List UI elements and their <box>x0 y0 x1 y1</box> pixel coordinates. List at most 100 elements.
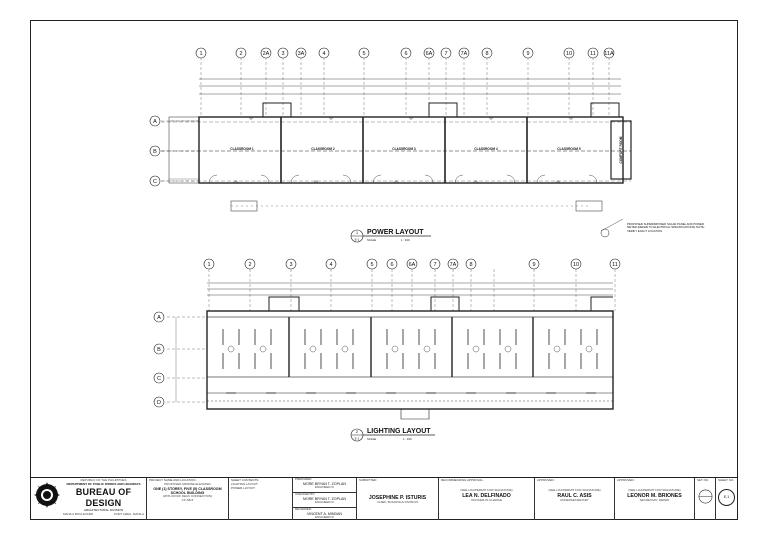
gridline-2a-bubble: 2A <box>260 47 272 59</box>
dpwh-seal-icon <box>34 482 60 508</box>
gridline-7a-bubble: 7A <box>458 47 470 59</box>
room-label: CLASSROOM 2 <box>311 147 335 151</box>
project-code: CF-SB-5 <box>181 498 194 503</box>
gridline-10-bubble: 10 <box>563 47 575 59</box>
gridline-1-bubble: 1 <box>203 258 215 270</box>
recommending-sign: (SEE LOA/PERMIT FOR SIGNATURE) <box>460 487 513 492</box>
approved1-role: UNDERSECRETARY <box>560 498 589 502</box>
approved1-label: APPROVED: <box>537 478 555 482</box>
checked-name: MORE BRYAN T. ZOPLAN <box>303 496 346 501</box>
svg-text:7: 7 <box>433 262 436 268</box>
room-label: CLASSROOM 1 <box>230 147 254 151</box>
checked-label: CHECKED BY: <box>295 492 316 496</box>
project-name: ONE (1) STOREY, FIVE (5) CLASSROOM SCHOO… <box>153 486 222 495</box>
lighting-gridline-bubbles: 1 2 3 4 5 6 6A 7 7A 8 9 10 11 A B C D <box>153 258 621 408</box>
gridline-b-bubble: B <box>149 145 161 157</box>
approved1-sign: (SEE LOA/PERMIT FOR SIGNATURE) <box>548 487 601 492</box>
svg-text:11: 11 <box>612 262 618 268</box>
submitted-role: CHIEF, BUILDINGS DIVISION <box>377 500 418 505</box>
gridline-6-bubble: 6 <box>400 47 412 59</box>
location-text: PORT AREA, MANILA <box>114 511 144 516</box>
svg-text:9: 9 <box>532 262 535 268</box>
signatories-cell: PREPARED: MORE BRYAN T. ZOPLAN ENGINEER … <box>293 478 357 520</box>
approved2-cell: APPROVED: (SEE LOA/PERMIT FOR SIGNATURE)… <box>615 478 695 520</box>
approved2-name: LEONOR M. BRIONES <box>627 492 682 499</box>
gridline-label: 3 <box>281 51 284 57</box>
sheet-content-item: POWER LAYOUT <box>231 485 255 490</box>
approved2-label: APPROVED: <box>617 478 635 482</box>
office-text: MANILA BOULEVARD <box>63 511 94 516</box>
gridline-label: 11 <box>590 51 596 57</box>
svg-text:1: 1 <box>207 262 210 268</box>
approved2-role: SECRETARY, DEPED <box>639 498 670 502</box>
gridline-7-bubble: 7 <box>440 47 452 59</box>
gridline-11-bubble: 11 <box>587 47 599 59</box>
gridline-c-bubble: C <box>153 372 165 384</box>
svg-text:4: 4 <box>329 262 332 268</box>
power-gridline-bubbles: 1 2 2A 3 3A 4 5 6 6A 7 7A 8 9 10 11 11A … <box>149 47 615 187</box>
gridline-label: C <box>153 179 157 185</box>
svg-text:B: B <box>157 347 161 353</box>
sheet-number: E-1 <box>718 488 735 506</box>
lighting-layout-plan <box>167 269 616 442</box>
svg-text:2: 2 <box>248 262 251 268</box>
svg-text:C: C <box>157 376 161 382</box>
power-scale-label: SCALE <box>367 238 376 242</box>
power-ref-sheet: E-1 <box>355 238 360 242</box>
lighting-ref-sheet: E-1 <box>355 437 360 441</box>
gridline-7a-bubble: 7A <box>447 258 459 270</box>
gridline-10-bubble: 10 <box>570 258 582 270</box>
gridline-label: 3A <box>298 51 305 57</box>
approved2-sign: (SEE LOA/PERMIT FOR SIGNATURE) <box>628 487 681 492</box>
gridline-9-bubble: 9 <box>522 47 534 59</box>
gridline-label: 5 <box>362 51 365 57</box>
svg-text:6A: 6A <box>409 262 416 268</box>
gridline-8-bubble: 8 <box>481 47 493 59</box>
gridline-4-bubble: 4 <box>318 47 330 59</box>
svg-text:6: 6 <box>390 262 393 268</box>
lighting-layout-title: LIGHTING LAYOUT <box>367 428 431 435</box>
submitted-label: SUBMITTED: <box>359 478 378 482</box>
gridline-label: 10 <box>566 51 572 57</box>
reviewed-name: VINCENT A. MINDAN <box>306 511 343 516</box>
bureau-text: BUREAU OF DESIGN <box>75 486 132 508</box>
gridline-1-bubble: 1 <box>195 47 207 59</box>
prepared-name: MORE BRYAN T. ZOPLAN <box>303 481 346 486</box>
reviewed-label: REVIEWED: <box>295 507 312 511</box>
gridline-3-bubble: 3 <box>277 47 289 59</box>
power-note: PROPOSED SUPERIMPOSED SOLAR PANEL AND PO… <box>627 223 705 233</box>
drawing-sheet: 1 2 2A 3 3A 4 5 6 6A 7 7A 8 9 10 11 11A … <box>30 20 738 520</box>
set-number-circle-icon <box>698 489 712 504</box>
power-ref-number: 1 <box>356 230 359 235</box>
lighting-scale-label: SCALE <box>367 437 376 441</box>
gridline-8-bubble: 8 <box>465 258 477 270</box>
gridline-2-bubble: 2 <box>244 258 256 270</box>
set-label: SET NO. <box>697 478 709 482</box>
plan-drawing: 1 2 2A 3 3A 4 5 6 6A 7 7A 8 9 10 11 11A … <box>149 47 705 442</box>
gridline-5-bubble: 5 <box>366 258 378 270</box>
gridline-b-bubble: B <box>153 343 165 355</box>
power-layout-plan <box>161 57 632 243</box>
gridline-label: 11A <box>604 51 614 57</box>
gridline-label: B <box>153 149 157 155</box>
gridline-label: 7 <box>444 51 447 57</box>
division-text: ARCHITECTURAL DIVISION <box>83 508 124 512</box>
gridline-7-bubble: 7 <box>429 258 441 270</box>
svg-text:D: D <box>157 400 161 406</box>
gridline-label: 6A <box>426 51 433 57</box>
department-text: DEPARTMENT OF PUBLIC WORKS AND HIGHWAYS <box>66 481 141 486</box>
gridline-a-bubble: A <box>153 311 165 323</box>
gridline-6a-bubble: 6A <box>423 47 435 59</box>
project-sub: PROPOSED MIDRISE ELEVATED <box>164 481 211 486</box>
svg-text:8: 8 <box>469 262 472 268</box>
recommending-name: LEA N. DELFINADO <box>462 492 511 499</box>
gridline-d-bubble: D <box>153 396 165 408</box>
gridline-11a-bubble: 11A <box>603 47 615 59</box>
gridline-4-bubble: 4 <box>325 258 337 270</box>
svg-text:10: 10 <box>573 262 579 268</box>
svg-text:5: 5 <box>370 262 373 268</box>
gridline-label: 1 <box>199 51 202 57</box>
gridline-2-bubble: 2 <box>235 47 247 59</box>
submitted-cell: SUBMITTED: JOSEPHINE P. ISTURIS CHIEF, B… <box>357 478 439 520</box>
svg-text:7A: 7A <box>450 262 457 268</box>
